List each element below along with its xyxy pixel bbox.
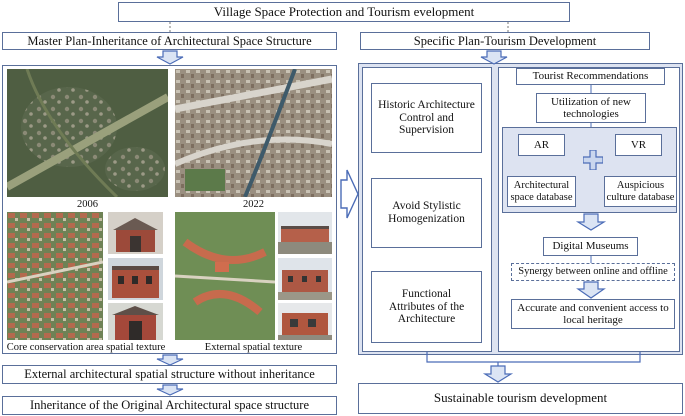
synergy-box: Synergy between online and offline xyxy=(511,263,675,281)
heritage-building-photo-1 xyxy=(108,212,163,254)
tourist-recommendations-box: Tourist Recommendations xyxy=(516,68,665,85)
without-inheritance-box: External architectural spatial structure… xyxy=(2,365,337,384)
functional-attributes-box: Functional Attributes of the Architectur… xyxy=(371,271,482,343)
culture-database-text: Auspicious culture database xyxy=(606,179,675,203)
architectural-database-box: Architectural space database xyxy=(507,176,576,207)
vr-box: VR xyxy=(615,134,662,156)
left-header-box: Master Plan-Inheritance of Architectural… xyxy=(2,32,337,50)
aerial-photo-2022 xyxy=(175,69,332,197)
access-heritage-text: Accurate and convenient access to local … xyxy=(517,301,669,326)
top-title-box: Village Space Protection and Tourism eve… xyxy=(118,2,570,22)
plus-icon xyxy=(582,149,604,171)
right-header-box: Specific Plan-Tourism Development xyxy=(360,32,650,50)
year-2022-label: 2022 xyxy=(243,199,264,210)
new-technologies-box: Utilization of new technologies xyxy=(536,93,646,123)
historic-control-box: Historic Architecture Control and Superv… xyxy=(371,83,482,153)
year-2006-label: 2006 xyxy=(77,199,98,210)
heritage-building-photo-2 xyxy=(108,258,163,300)
right-arrow-between-panels xyxy=(340,169,359,219)
down-arrow-left-header xyxy=(156,50,184,65)
inheritance-text: Inheritance of the Original Architectura… xyxy=(29,398,310,413)
avoid-homogenization-text: Avoid Stylistic Homogenization xyxy=(388,200,465,225)
aerial-photo-2006 xyxy=(7,69,168,197)
modern-building-photo-3 xyxy=(278,303,332,340)
core-texture-photo xyxy=(7,212,103,340)
down-arrow-final xyxy=(482,365,514,383)
digital-museums-text: Digital Museums xyxy=(552,240,629,253)
avoid-homogenization-box: Avoid Stylistic Homogenization xyxy=(371,178,482,248)
top-title: Village Space Protection and Tourism eve… xyxy=(213,3,475,19)
synergy-text: Synergy between online and offline xyxy=(518,266,668,278)
down-arrow-left-images xyxy=(156,354,184,366)
functional-attributes-text: Functional Attributes of the Architectur… xyxy=(388,287,465,326)
access-heritage-box: Accurate and convenient access to local … xyxy=(511,299,675,329)
caption-core-texture: Core conservation area spatial texture xyxy=(6,342,166,353)
down-arrow-left-bottom xyxy=(156,384,184,396)
modern-building-photo-2 xyxy=(278,258,332,300)
vr-text: VR xyxy=(630,138,647,151)
external-texture-photo xyxy=(175,212,275,340)
sustainable-tourism-box: Sustainable tourism development xyxy=(358,383,683,414)
ar-text: AR xyxy=(533,138,550,151)
heritage-building-photo-3 xyxy=(108,303,163,340)
historic-control-text: Historic Architecture Control and Superv… xyxy=(378,98,475,137)
tourist-recommendations-text: Tourist Recommendations xyxy=(532,70,649,83)
architectural-database-text: Architectural space database xyxy=(510,179,573,203)
right-header: Specific Plan-Tourism Development xyxy=(413,33,597,48)
modern-building-photo-1 xyxy=(278,212,332,254)
digital-museums-box: Digital Museums xyxy=(543,237,638,256)
inheritance-box: Inheritance of the Original Architectura… xyxy=(2,396,337,415)
caption-external-texture: External spatial texture xyxy=(204,342,303,353)
left-header: Master Plan-Inheritance of Architectural… xyxy=(27,33,312,48)
culture-database-box: Auspicious culture database xyxy=(604,176,677,207)
ar-box: AR xyxy=(518,134,565,156)
new-technologies-text: Utilization of new technologies xyxy=(550,95,632,120)
sustainable-tourism-text: Sustainable tourism development xyxy=(433,390,608,406)
without-inheritance-text: External architectural spatial structure… xyxy=(24,367,315,382)
